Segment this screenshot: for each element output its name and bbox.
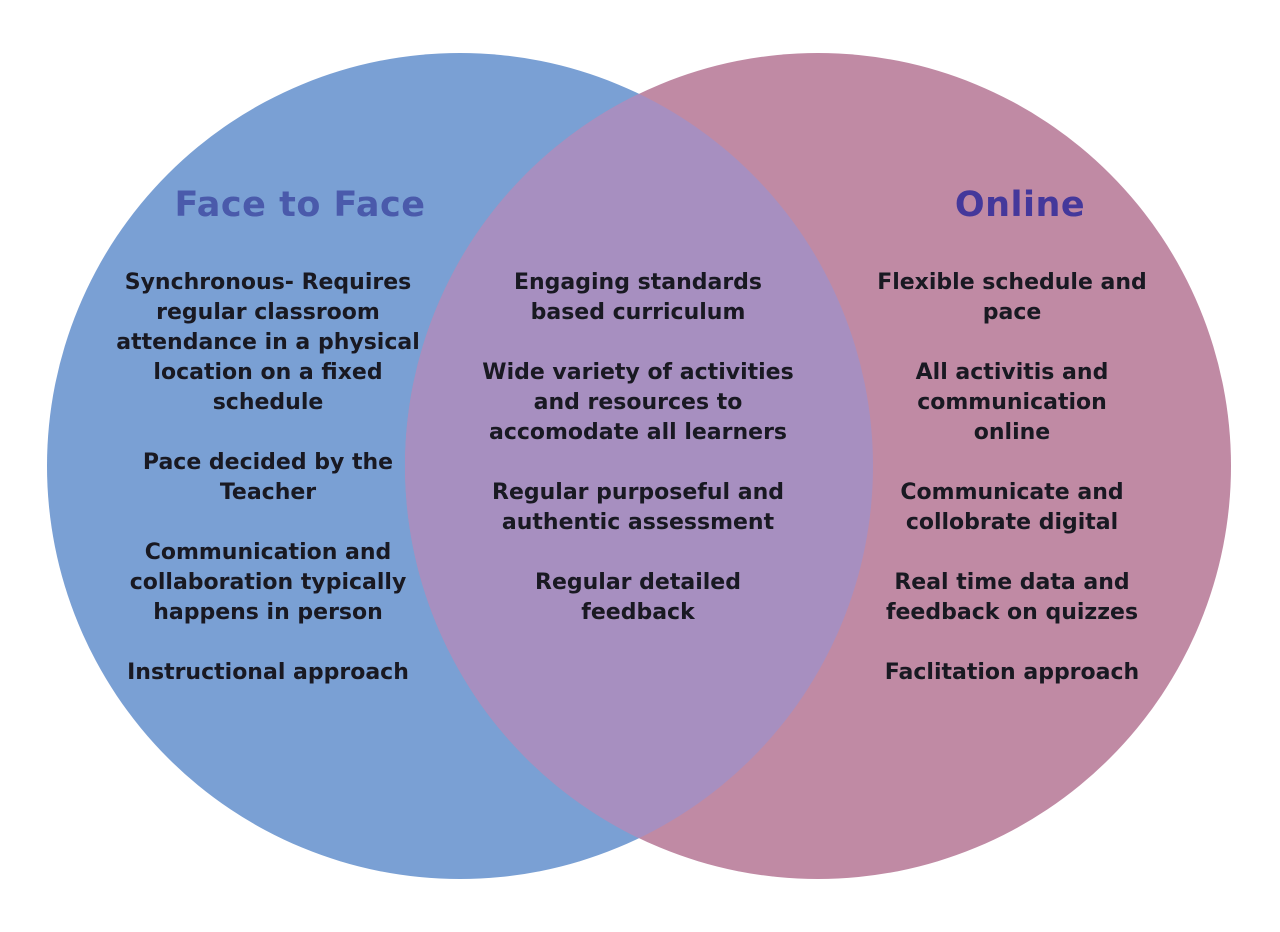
left-circle-title: Face to Face (174, 185, 426, 225)
face-to-face-items: Synchronous- Requires regular classroom … (88, 268, 448, 718)
list-item: Synchronous- Requires regular classroom … (116, 270, 420, 415)
list-item: Regular purposeful and authentic assessm… (492, 480, 784, 535)
list-item: Real time data and feedback on quizzes (885, 570, 1139, 625)
overlap-region (405, 53, 873, 879)
shared-items: Engaging standards based curriculum Wide… (462, 268, 814, 658)
right-circle-title: Online (954, 185, 1086, 225)
list-item: All activitis and communication online (915, 360, 1109, 445)
list-item: Instructional approach (127, 660, 409, 685)
list-item: Communication and collaboration typicall… (129, 540, 407, 625)
list-item: Faclitation approach (884, 660, 1140, 685)
list-item: Regular detailed feedback (535, 570, 741, 625)
list-item: Pace decided by the Teacher (142, 450, 394, 505)
list-item: Wide variety of activities and resources… (482, 360, 794, 445)
list-item: Communicate and collobrate digital (900, 480, 1124, 535)
list-item: Flexible schedule and pace (877, 270, 1147, 325)
online-items: Flexible schedule and pace All activitis… (836, 268, 1188, 718)
list-item: Engaging standards based curriculum (513, 270, 763, 325)
